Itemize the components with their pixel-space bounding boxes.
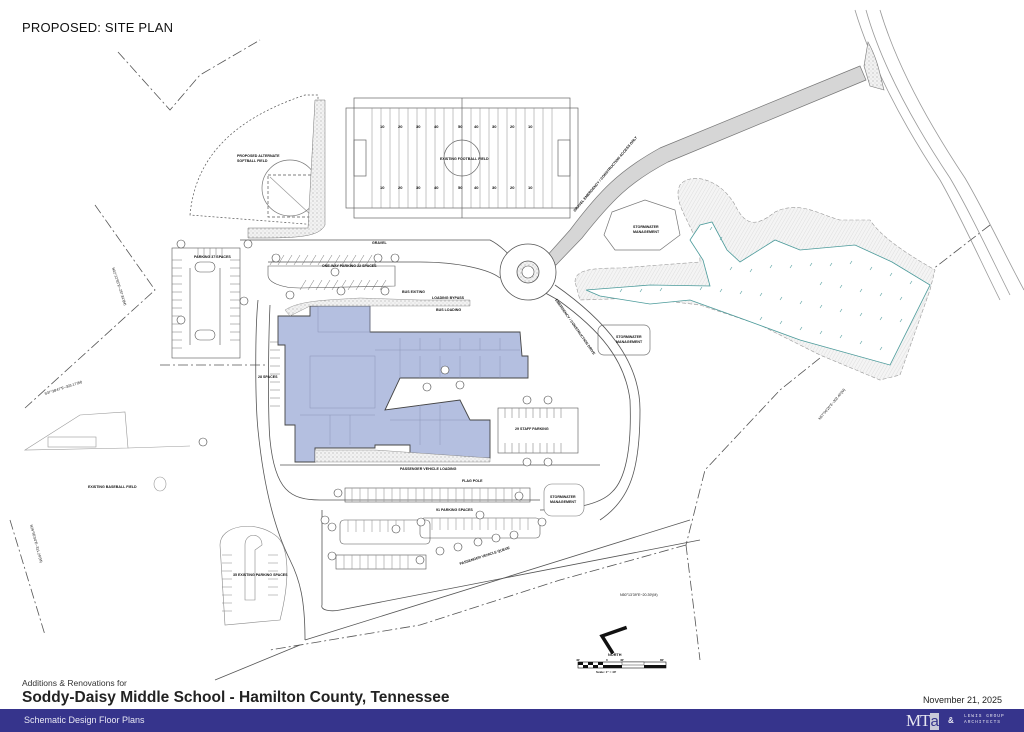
svg-text:0: 0 <box>606 658 608 662</box>
label-bearing-2: N02°22'55"E~257.81'(M) <box>111 267 127 306</box>
label-loading-bypass: LOADING BYPASS <box>432 296 465 300</box>
svg-text:20: 20 <box>398 185 403 190</box>
svg-text:50: 50 <box>458 185 463 190</box>
svg-text:30: 30 <box>416 124 421 129</box>
sheet-title: PROPOSED: SITE PLAN <box>22 20 174 35</box>
svg-text:40: 40 <box>434 124 439 129</box>
label-stormwater-2a: STORMWATER <box>616 335 642 339</box>
label-flag-pole: FLAG POLE <box>462 479 483 483</box>
label-stormwater-2b: MANAGEMENT <box>616 340 643 344</box>
label-one-way-parking: ONE-WAY PARKING 22 SPACES <box>322 264 377 268</box>
ampersand: & <box>948 716 954 725</box>
stormwater-area-2 <box>597 324 651 356</box>
svg-text:20: 20 <box>510 124 515 129</box>
label-stormwater-1b: MANAGEMENT <box>633 230 660 234</box>
north-arrow-icon <box>599 625 628 655</box>
scale-bar: 40' 0 40' 80' Scale: 1" = 40' <box>576 658 667 674</box>
label-passenger-loading: PASSENGER VEHICLE LOADING <box>400 467 457 471</box>
building-interior-walls <box>300 305 520 445</box>
footer-bar-text: Schematic Design Floor Plans <box>24 715 145 725</box>
label-gravel: GRAVEL <box>372 241 388 245</box>
label-football-field: EXISTING FOOTBALL FIELD <box>440 157 489 161</box>
label-staff-parking: 29 STAFF PARKING <box>515 427 549 431</box>
label-passenger-queue: PASSENGER VEHICLE QUEUE <box>459 546 511 566</box>
project-title: Soddy-Daisy Middle School - Hamilton Cou… <box>22 689 450 706</box>
svg-text:40: 40 <box>474 124 479 129</box>
school-building <box>277 305 529 463</box>
west-parking-lot <box>171 247 241 359</box>
label-bearing-4: N67°06'26"E~302.40'(M) <box>818 388 846 421</box>
svg-text:20: 20 <box>510 185 515 190</box>
svg-text:40': 40' <box>576 658 580 662</box>
label-spaces-west: 28 SPACES <box>258 375 278 379</box>
svg-text:10: 10 <box>528 185 533 190</box>
svg-text:40: 40 <box>474 185 479 190</box>
svg-text:40': 40' <box>620 658 624 662</box>
label-bearing-5: N26°55'04"E~311.24'(M) <box>29 524 43 563</box>
label-bus-exiting: BUS EXITING <box>402 290 425 294</box>
label-bearing-3: N50°13'39"E~20.39'(M) <box>620 593 658 597</box>
tree-symbols <box>619 226 913 351</box>
footer-bar: Schematic Design Floor Plans MTa & LEWIS… <box>0 709 1024 732</box>
label-softball-2: SOFTBALL FIELD <box>237 159 268 163</box>
stormwater-area-1 <box>603 199 681 251</box>
svg-text:30: 30 <box>416 185 421 190</box>
svg-text:40: 40 <box>434 185 439 190</box>
project-subtitle: Additions & Renovations for <box>22 678 127 688</box>
access-drive <box>544 65 867 266</box>
label-stormwater-3a: STORMWATER <box>550 495 576 499</box>
football-field <box>345 97 579 219</box>
label-bus-loading: BUS LOADING <box>436 308 461 312</box>
parking-stalls <box>172 248 387 407</box>
svg-text:20: 20 <box>398 124 403 129</box>
north-label: NORTH <box>608 653 622 657</box>
existing-baseball-field <box>23 411 191 492</box>
scale-text: Scale: 1" = 40' <box>596 670 617 674</box>
svg-text:30: 30 <box>492 124 497 129</box>
roundabout <box>499 243 557 301</box>
label-softball-1: PROPOSED ALTERNATE <box>237 154 280 158</box>
staff-parking-lot <box>497 407 579 454</box>
label-existing-parking: 35 EXISTING PARKING SPACES <box>233 573 288 577</box>
svg-text:30: 30 <box>492 185 497 190</box>
label-baseball-field: EXISTING BASEBALL FIELD <box>88 485 137 489</box>
svg-text:10: 10 <box>380 124 385 129</box>
svg-text:80': 80' <box>660 658 664 662</box>
label-emergency-drive: EMERGENCY / CONSTRUCTION DRIVE <box>554 298 596 356</box>
label-stormwater-3b: MANAGEMENT <box>550 500 577 504</box>
tree-icons <box>176 239 553 565</box>
mta-logo: MTa <box>906 711 939 730</box>
label-bearing-1: S37°38'47"E~303.17'(M) <box>44 380 83 396</box>
svg-text:10: 10 <box>380 185 385 190</box>
svg-text:10: 10 <box>528 124 533 129</box>
label-stormwater-1a: STORMWATER <box>633 225 659 229</box>
yard-numbers-top: 10 20 30 40 50 40 30 20 10 10 20 30 40 50 40 30 20 10 <box>380 124 533 190</box>
south-parking-lot <box>335 487 541 570</box>
label-parking-91: 91 PARKING SPACES <box>436 508 473 512</box>
stormwater-area-3 <box>543 483 585 517</box>
site-roads <box>214 239 701 681</box>
label-parking-west: PARKING 37 SPACES <box>194 255 231 259</box>
sheet-date: November 21, 2025 <box>922 695 1002 705</box>
existing-parking-lot <box>219 526 288 626</box>
svg-text:50: 50 <box>458 124 463 129</box>
